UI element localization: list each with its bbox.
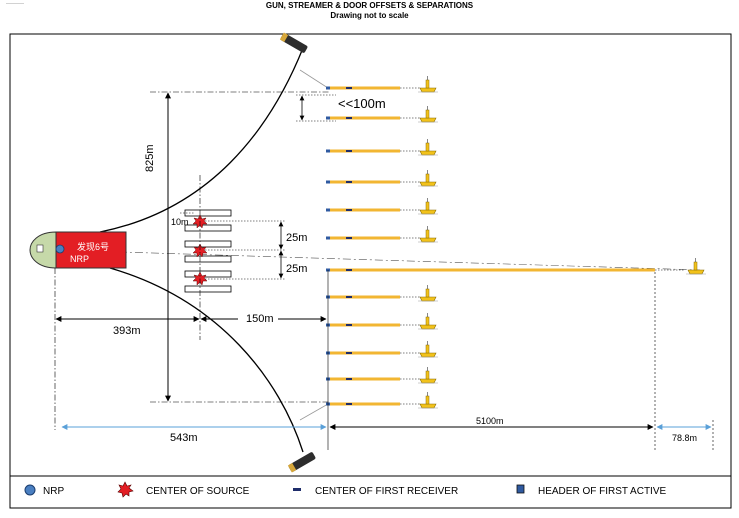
source-to-receiver-label: 150m <box>246 313 274 325</box>
legend-item-receiver: CENTER OF FIRST RECEIVER <box>293 486 458 497</box>
streamer <box>326 284 439 302</box>
streamer <box>326 197 439 215</box>
gun-offset-label: 10m <box>171 217 189 227</box>
streamer <box>326 105 439 123</box>
nrp-circle-icon <box>24 484 36 496</box>
streamer <box>326 138 439 156</box>
streamer <box>326 312 439 330</box>
tailbuoy-offset-label: 78.8m <box>672 433 697 443</box>
nrp-to-source-label: 393m <box>113 325 141 337</box>
gun-string <box>184 270 232 278</box>
gun-separation-2-label: 25m <box>286 263 307 275</box>
starboard-door-icon <box>287 452 316 473</box>
legend-label: NRP <box>43 486 64 497</box>
nrp-to-first-receiver-label: 543m <box>170 432 198 444</box>
gun-string <box>184 224 232 232</box>
streamer <box>326 340 439 358</box>
legend-label: HEADER OF FIRST ACTIVE <box>538 486 666 497</box>
streamer <box>326 225 439 243</box>
starboard-lead-in <box>299 403 329 421</box>
vessel: 发现6号 NRP <box>29 231 127 269</box>
gun-string <box>184 255 232 263</box>
nrp-marker-icon <box>55 244 65 254</box>
gun-string <box>184 209 232 217</box>
streamer <box>326 366 439 384</box>
gun-string <box>184 240 232 248</box>
port-lead-in <box>299 69 329 89</box>
streamer <box>326 391 439 409</box>
source-star-icon <box>117 481 134 498</box>
corner-label: ——— <box>6 1 24 7</box>
legend-item-nrp: NRP <box>24 484 64 497</box>
door-spread-label: 825m <box>144 144 156 172</box>
diagram-title: GUN, STREAMER & DOOR OFFSETS & SEPARATIO… <box>266 1 474 10</box>
legend: NRP CENTER OF SOURCE CENTER OF FIRST REC… <box>24 481 666 498</box>
gun-string <box>184 285 232 293</box>
receiver-dash-icon <box>293 488 301 491</box>
vessel-name: 发现6号 <box>77 241 109 252</box>
legend-item-active-header: HEADER OF FIRST ACTIVE <box>516 484 666 497</box>
streamer-spread <box>326 75 707 409</box>
streamer <box>326 75 439 93</box>
gun-separation-1-label: 25m <box>286 232 307 244</box>
legend-label: CENTER OF FIRST RECEIVER <box>315 486 458 497</box>
starboard-door-towrope <box>109 267 304 453</box>
streamer-length-label: 5100m <box>476 416 504 426</box>
streamer <box>326 169 439 187</box>
diagram-subtitle: Drawing not to scale <box>330 11 409 20</box>
active-header-square-icon <box>516 484 525 494</box>
port-door-icon <box>279 32 308 53</box>
vessel-centerline <box>54 249 701 271</box>
vessel-nrp-label: NRP <box>70 254 89 264</box>
source-center-icon <box>192 243 208 258</box>
legend-item-source: CENTER OF SOURCE <box>117 481 250 498</box>
legend-label: CENTER OF SOURCE <box>146 486 250 497</box>
bridge-icon <box>36 244 44 253</box>
legend-frame <box>9 475 732 509</box>
streamer-separation-label: <<100m <box>338 96 386 111</box>
port-door-towrope <box>99 47 304 233</box>
streamer-long <box>326 257 707 275</box>
